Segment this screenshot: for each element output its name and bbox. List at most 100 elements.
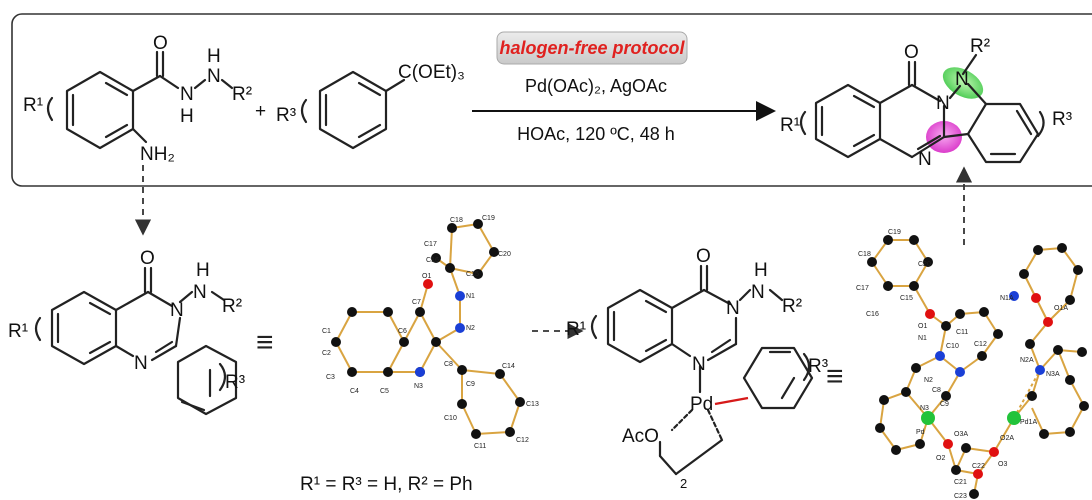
svg-text:C8: C8 <box>444 361 453 368</box>
intermediate-quinazolinone: O N N N H R² R¹ R³ <box>8 248 245 416</box>
product-n-aryl: N <box>955 69 969 90</box>
svg-text:C23: C23 <box>954 493 967 500</box>
product-r2: R² <box>970 36 990 57</box>
product-n3: N <box>936 93 950 114</box>
svg-text:O1: O1 <box>918 323 927 330</box>
svg-text:C10: C10 <box>946 343 959 350</box>
svg-text:C19: C19 <box>888 229 901 236</box>
nh-n: N <box>180 84 194 105</box>
svg-text:C21: C21 <box>954 479 967 486</box>
int2-n3: N <box>726 298 740 319</box>
int2-o: O <box>696 246 711 267</box>
svg-text:C11: C11 <box>474 443 486 450</box>
svg-text:C5: C5 <box>380 388 389 395</box>
equivalence-2: ≡ <box>826 360 844 393</box>
svg-text:N1A: N1A <box>1000 295 1014 302</box>
reactant-aminobenzohydrazide: O N H N H R² NH₂ R¹ <box>23 33 252 165</box>
protocol-banner <box>496 31 688 65</box>
int2-r1: R¹ <box>566 319 586 340</box>
svg-text:C6: C6 <box>398 328 407 335</box>
svg-text:O2: O2 <box>936 455 945 462</box>
svg-text:C8: C8 <box>932 387 941 394</box>
svg-text:N3: N3 <box>414 383 423 390</box>
int2-n1: N <box>692 354 706 375</box>
svg-text:C13: C13 <box>526 401 539 408</box>
nh-h: H <box>180 106 194 127</box>
product-n1: N <box>918 149 932 170</box>
carbonyl-o: O <box>153 33 168 54</box>
int1-nh-n: N <box>193 282 207 303</box>
svg-text:O2A: O2A <box>1000 435 1014 442</box>
svg-text:C17: C17 <box>856 285 869 292</box>
protocol-text: halogen-free protocol <box>499 38 685 58</box>
int1-nh-h: H <box>196 260 210 281</box>
svg-text:Pd1A: Pd1A <box>1020 419 1037 426</box>
svg-text:C20: C20 <box>918 261 931 268</box>
svg-text:C16: C16 <box>866 311 879 318</box>
int1-n3: N <box>170 300 184 321</box>
nh2-h: H <box>207 46 221 67</box>
svg-text:C20: C20 <box>498 251 511 258</box>
int1-n1: N <box>134 353 148 374</box>
svg-text:C17: C17 <box>424 241 437 248</box>
svg-text:C12: C12 <box>974 341 987 348</box>
plus-sign: + <box>255 101 266 122</box>
svg-text:C4: C4 <box>350 388 359 395</box>
solvent-text: HOAc, 120 ºC, 48 h <box>517 124 675 144</box>
svg-text:C15: C15 <box>900 295 913 302</box>
amine-label: NH₂ <box>140 144 175 165</box>
int2-r3: R³ <box>808 356 828 377</box>
svg-text:O3: O3 <box>998 461 1007 468</box>
product-o: O <box>904 42 919 63</box>
svg-text:N3A: N3A <box>1046 371 1060 378</box>
intermediate-palladacycle: O N N N H R² R¹ R³ Pd AcO 2 <box>566 246 828 491</box>
substituent-note: R¹ = R³ = H, R² = Ph <box>300 474 473 495</box>
svg-text:C18: C18 <box>450 217 463 224</box>
svg-text:C18: C18 <box>858 251 871 258</box>
int2-r2: R² <box>782 296 802 317</box>
svg-text:C7: C7 <box>412 299 421 306</box>
nh2-n: N <box>207 66 221 87</box>
svg-text:C19: C19 <box>482 215 495 222</box>
reagents-text: Pd(OAc)₂, AgOAc <box>525 76 667 96</box>
r3-label: R³ <box>276 105 296 126</box>
int2-dimer-2: 2 <box>680 476 687 491</box>
svg-text:O3A: O3A <box>954 431 968 438</box>
int1-r3: R³ <box>225 372 245 393</box>
reaction-frame <box>11 13 1092 187</box>
svg-text:N3: N3 <box>920 405 929 412</box>
svg-text:N1: N1 <box>466 293 475 300</box>
reaction-conditions: halogen-free protocol Pd(OAc)₂, AgOAc HO… <box>472 31 776 144</box>
product-r3: R³ <box>1052 109 1072 130</box>
svg-text:C11: C11 <box>956 329 968 336</box>
svg-text:C14: C14 <box>502 363 515 370</box>
svg-text:C22: C22 <box>972 463 985 470</box>
product-structure: O N N N R² R¹ R³ <box>780 36 1072 170</box>
int2-nh-h: H <box>754 260 768 281</box>
svg-text:C3: C3 <box>326 374 335 381</box>
orthoester-label: C(OEt)₃ <box>398 62 465 83</box>
product-r1: R¹ <box>780 115 800 136</box>
r1-label: R¹ <box>23 95 43 116</box>
int1-o: O <box>140 248 155 269</box>
int2-nh-n: N <box>751 282 765 303</box>
svg-text:N2: N2 <box>466 325 475 332</box>
svg-text:N2A: N2A <box>1020 357 1034 364</box>
reactant-orthoester: C(OEt)₃ R³ <box>276 62 465 150</box>
r2-label: R² <box>232 84 252 105</box>
svg-text:C9: C9 <box>466 381 475 388</box>
svg-text:C9: C9 <box>940 401 949 408</box>
int1-r1: R¹ <box>8 321 28 342</box>
svg-text:N2: N2 <box>924 377 933 384</box>
svg-text:N1: N1 <box>918 335 927 342</box>
svg-text:C15: C15 <box>466 271 479 278</box>
pd-aryl-bond <box>714 396 749 406</box>
int2-pd: Pd <box>690 394 713 415</box>
svg-text:C16: C16 <box>426 257 439 264</box>
equivalence-1: ≡ <box>256 326 274 359</box>
svg-text:C10: C10 <box>444 415 457 422</box>
int2-aco: AcO <box>622 426 659 447</box>
